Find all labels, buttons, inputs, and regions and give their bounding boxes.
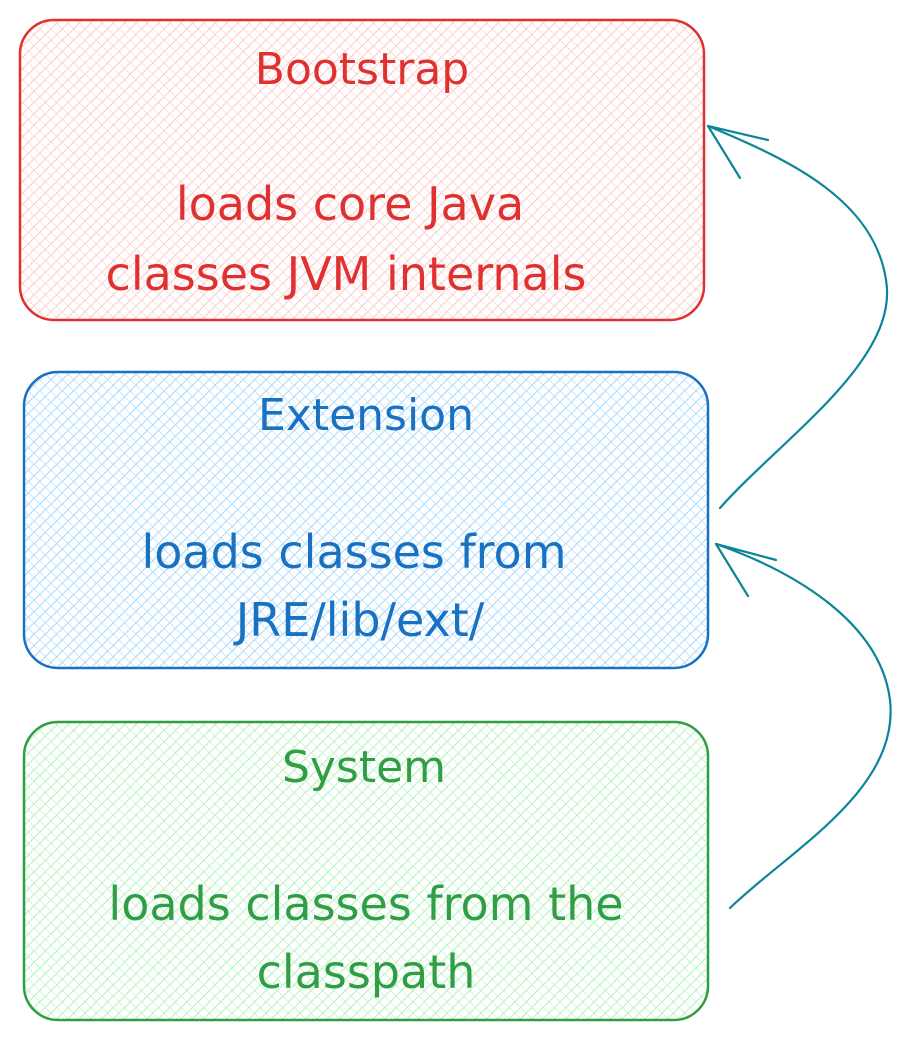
extension-description-line2: JRE/lib/ext/ [233,593,485,647]
system-description-line2: classpath [257,945,476,999]
arrow-line [714,542,892,910]
bootstrap-description-line2: classes JVM internals [106,247,587,301]
arrow-system-to-extension [714,542,892,910]
arrow-head [706,124,770,180]
bootstrap-box: Bootstrap loads core Java classes JVM in… [18,18,706,322]
extension-box: Extension loads classes from JRE/lib/ext… [22,370,710,670]
system-box: System loads classes from the classpath [22,720,710,1022]
extension-title: Extension [258,390,474,441]
system-description-line1: loads classes from the [108,877,623,931]
system-title: System [282,742,446,793]
arrow-extension-to-bootstrap [706,124,889,510]
arrow-line [706,124,889,510]
bootstrap-title: Bootstrap [255,44,469,95]
extension-description-line1: loads classes from [141,525,566,579]
system-box-shape [22,720,710,1022]
bootstrap-box-shape [18,18,706,322]
bootstrap-description-line1: loads core Java [176,177,524,231]
extension-box-shape [22,370,710,670]
arrow-head [714,542,778,598]
